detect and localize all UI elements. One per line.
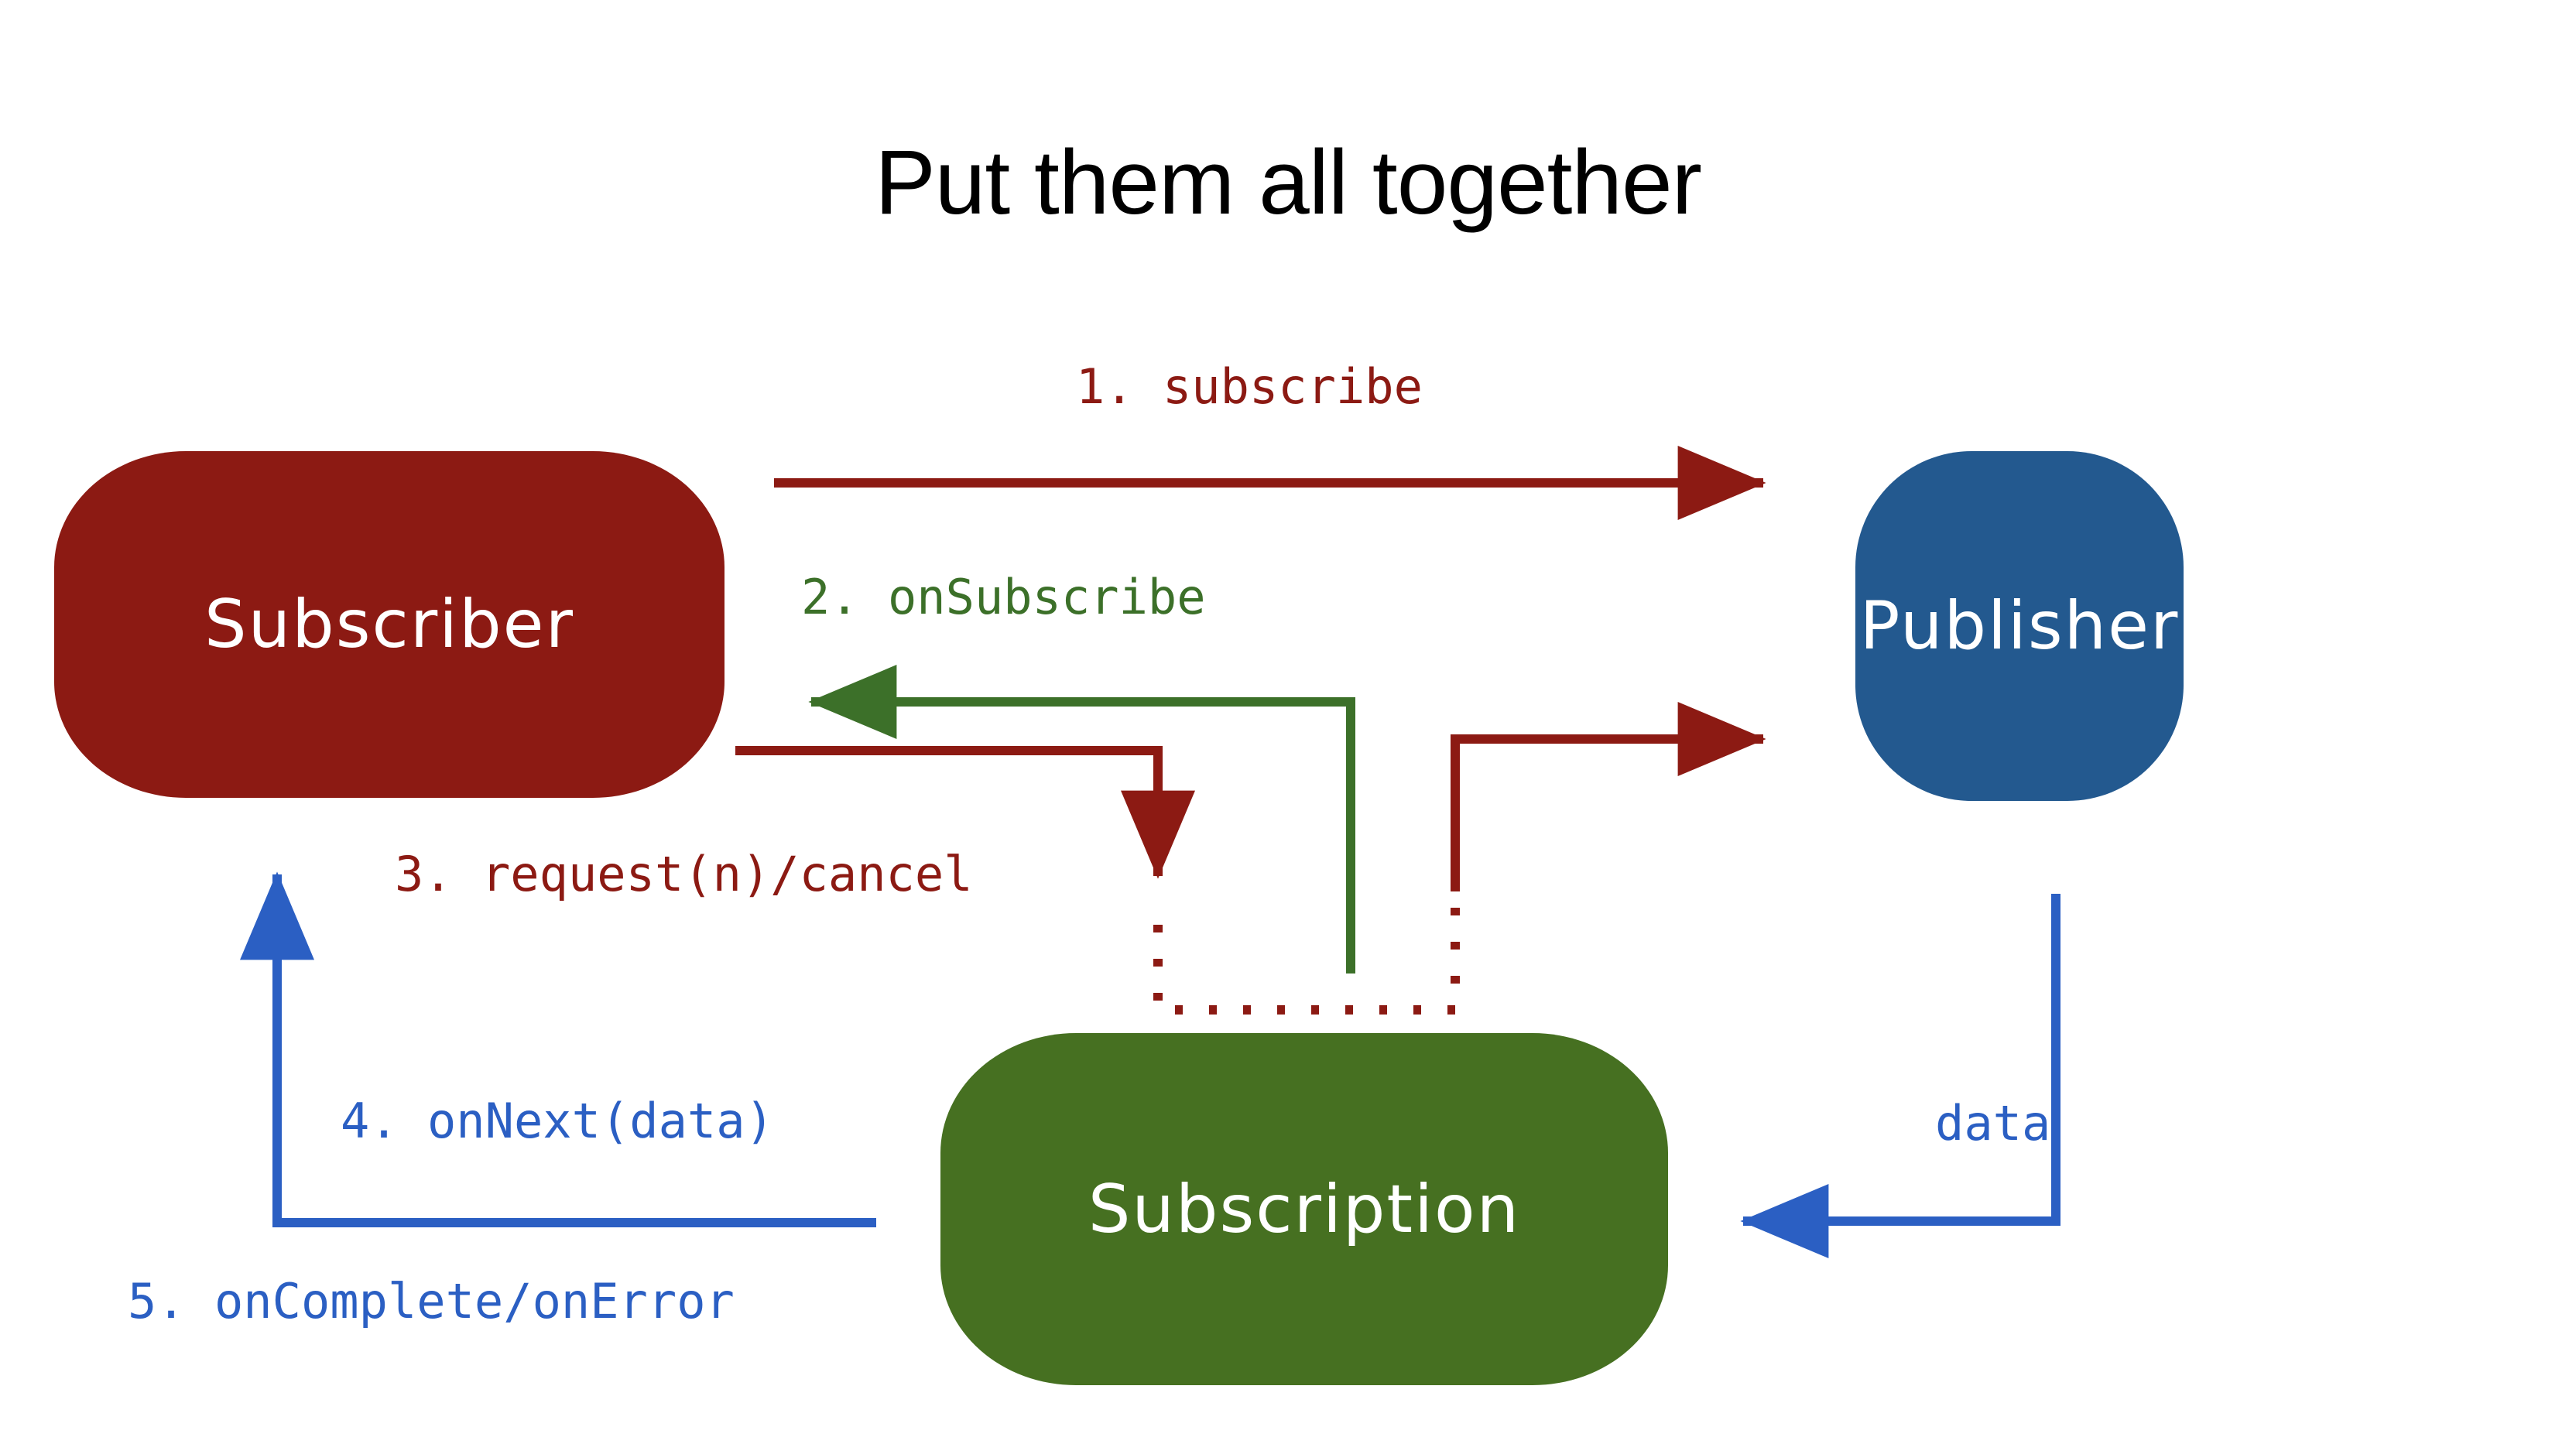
edge-subscription-link-dotted bbox=[1153, 898, 1460, 1015]
edge-label-request: 3. request(n)/cancel bbox=[395, 846, 973, 902]
edge-label-subscribe: 1. subscribe bbox=[1076, 358, 1423, 415]
node-subscription[interactable]: Subscription bbox=[940, 1033, 1668, 1385]
node-publisher[interactable]: Publisher bbox=[1855, 451, 2184, 801]
edge-onsubscribe-arrow bbox=[808, 665, 1355, 974]
edge-label-oncomplete: 5. onComplete/onError bbox=[128, 1273, 735, 1329]
edge-label-data: data bbox=[1935, 1095, 2051, 1151]
edge-label-onnext: 4. onNext(data) bbox=[341, 1093, 774, 1149]
page-title: Put them all together bbox=[875, 132, 1702, 234]
node-subscriber[interactable]: Subscriber bbox=[54, 451, 724, 798]
edge-label-onsubscribe: 2. onSubscribe bbox=[801, 569, 1206, 625]
edge-data-arrow bbox=[1740, 894, 2060, 1258]
edge-request-arrow bbox=[735, 746, 1195, 879]
edge-request-to-publisher-arrow bbox=[1451, 702, 1766, 891]
edge-onnext-oncomplete-arrow bbox=[240, 871, 876, 1227]
